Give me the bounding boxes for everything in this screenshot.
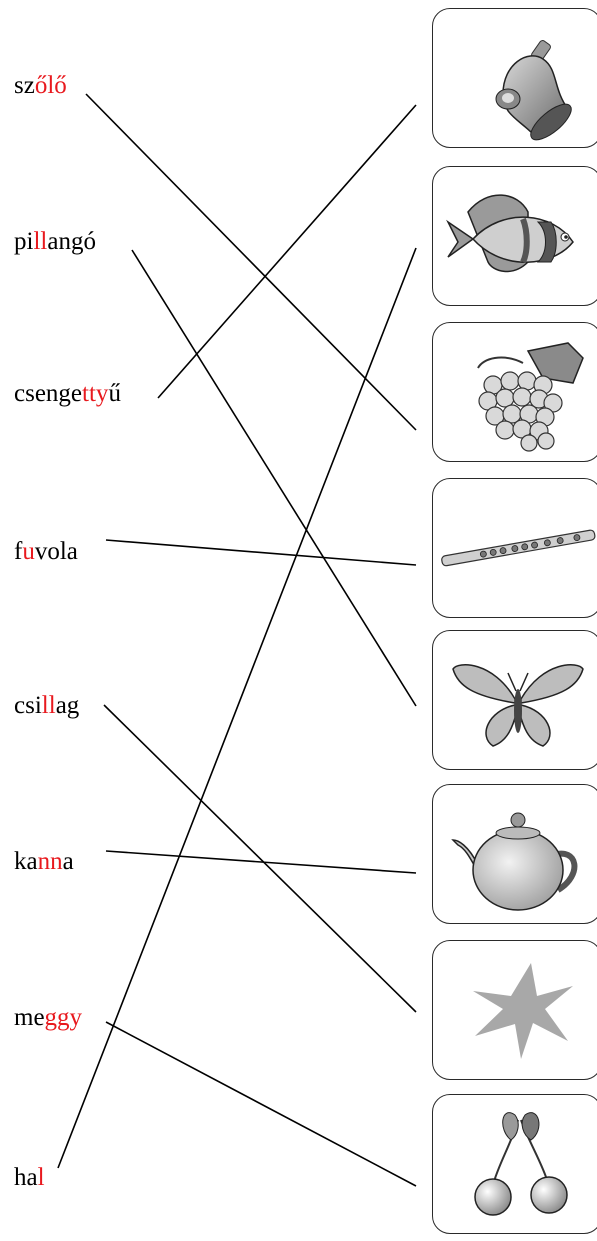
word-part: vola: [34, 538, 78, 565]
bell-icon: [495, 40, 572, 141]
word-part: ag: [55, 692, 80, 719]
card-grapes[interactable]: [432, 322, 597, 462]
card-flute[interactable]: [432, 478, 597, 618]
line-csengettyu-bell: [157, 104, 417, 399]
word-kanna: kanna: [14, 848, 74, 876]
word-highlight: u: [22, 538, 35, 565]
fish-icon: [446, 194, 574, 273]
word-part: pi: [14, 228, 34, 255]
word-part: me: [14, 1004, 45, 1031]
flute-icon: [441, 529, 596, 567]
word-part: angó: [47, 228, 96, 255]
card-fish[interactable]: [432, 166, 597, 306]
word-csengettyu: csengettyű: [14, 380, 121, 408]
word-highlight: ől: [34, 72, 55, 99]
line-kanna-teapot: [105, 850, 417, 874]
word-part: ka: [14, 848, 38, 875]
cherries-icon: [474, 1112, 568, 1216]
line-szolo-grapes: [85, 93, 417, 431]
teapot-icon: [451, 812, 578, 911]
word-highlight: ll: [41, 692, 56, 719]
grapes-icon: [477, 342, 584, 452]
word-part: csenge: [14, 380, 83, 407]
word-pillango: pillangó: [14, 228, 96, 256]
word-part: a: [62, 848, 74, 875]
card-butterfly[interactable]: [432, 630, 597, 770]
word-szolo: szőlő: [14, 72, 67, 100]
card-bell[interactable]: [432, 8, 597, 148]
line-csillag-star: [103, 704, 417, 1013]
word-fuvola: fuvola: [14, 538, 78, 566]
line-pillango-butterfly: [131, 249, 417, 707]
card-star[interactable]: [432, 940, 597, 1080]
word-part: sz: [14, 72, 35, 99]
word-part: ű: [108, 380, 121, 407]
butterfly-icon: [452, 664, 584, 747]
word-meggy: meggy: [14, 1004, 82, 1032]
star-icon: [473, 963, 573, 1059]
line-hal-fish: [57, 247, 417, 1169]
word-hal: hal: [14, 1164, 45, 1192]
word-part: ha: [14, 1164, 38, 1191]
line-fuvola-flute: [105, 539, 417, 566]
card-teapot[interactable]: [432, 784, 597, 924]
word-highlight: tty: [82, 380, 109, 407]
word-highlight: l: [37, 1164, 45, 1191]
line-meggy-cherries: [105, 1021, 417, 1187]
word-highlight: ggy: [44, 1004, 83, 1031]
word-highlight: nn: [37, 848, 63, 875]
card-cherries[interactable]: [432, 1094, 597, 1234]
word-part: f: [14, 538, 23, 565]
word-part: csi: [14, 692, 42, 719]
word-csillag: csillag: [14, 692, 79, 720]
word-highlight: ő: [54, 72, 67, 99]
word-highlight: ll: [33, 228, 48, 255]
